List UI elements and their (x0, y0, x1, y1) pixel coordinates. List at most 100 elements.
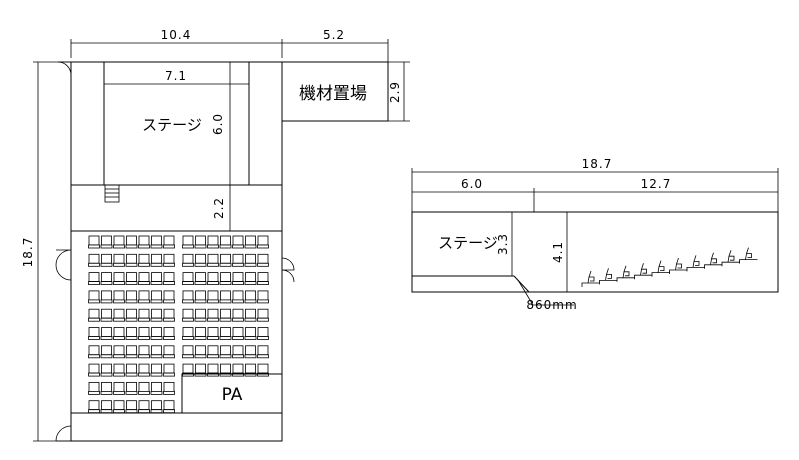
storage-depth-dim: 2.9 (388, 81, 402, 103)
pa-booth: PA (181, 373, 283, 414)
seat-icon (257, 290, 269, 304)
seating-block-left (88, 235, 175, 414)
seat-icon (194, 253, 207, 267)
seat-icon (88, 363, 100, 377)
seat-icon (207, 363, 219, 377)
seat-icon (219, 290, 232, 304)
door-icon-top-left (57, 61, 72, 76)
seating-block-right (182, 235, 269, 377)
seat-icon (125, 308, 138, 322)
pa-label: PA (222, 385, 243, 405)
seat-icon (194, 235, 207, 249)
tier-seat-icon (651, 260, 670, 277)
seat-icon (88, 253, 100, 267)
seat-icon (232, 290, 244, 304)
seat-icon (88, 290, 100, 304)
seat-icon (163, 345, 175, 359)
seat-icon (113, 272, 125, 286)
seat-icon (150, 327, 163, 340)
section-dimensions: 18.7 6.0 12.7 (411, 157, 779, 212)
tier-seat-icon (721, 250, 740, 267)
seat-icon (244, 253, 257, 267)
seat-icon (88, 308, 100, 322)
seat-icon (244, 235, 257, 249)
seat-icon (150, 235, 163, 249)
seat-icon (244, 290, 257, 304)
front-gap-dimension: 2.2 (212, 185, 231, 231)
plan-top-dimension: 10.4 5.2 (70, 28, 389, 70)
seat-icon (194, 345, 207, 359)
seat-icon (138, 363, 150, 377)
plan-width-right: 5.2 (323, 28, 345, 42)
seat-icon (244, 272, 257, 286)
seat-icon (207, 327, 219, 340)
equipment-storage: 機材置場 2.9 (281, 61, 410, 122)
seat-icon (150, 400, 163, 414)
seat-icon (138, 345, 150, 359)
seat-icon (232, 363, 244, 377)
seat-icon (138, 308, 150, 322)
tier-seat-icon (616, 265, 635, 282)
tier-seat-icon (599, 268, 618, 285)
seat-icon (163, 290, 175, 304)
seat-icon (219, 345, 232, 359)
seat-icon (219, 235, 232, 249)
section-total-length: 18.7 (582, 157, 613, 171)
seat-icon (163, 381, 175, 395)
seat-icon (194, 327, 207, 340)
seat-icon (257, 363, 269, 377)
stage-stairs-icon (104, 184, 120, 203)
seat-icon (138, 272, 150, 286)
seat-icon (207, 308, 219, 322)
seat-icon (257, 272, 269, 286)
seat-icon (182, 308, 194, 322)
seat-icon (150, 253, 163, 267)
stage-area: 7.1 6.0 ステージ (103, 61, 250, 186)
seat-icon (138, 381, 150, 395)
seat-icon (113, 381, 125, 395)
seat-icon (100, 327, 113, 340)
seat-icon (150, 272, 163, 286)
seat-icon (257, 253, 269, 267)
seat-icon (207, 235, 219, 249)
seat-icon (125, 235, 138, 249)
seat-icon (182, 253, 194, 267)
seat-icon (232, 327, 244, 340)
seat-icon (194, 308, 207, 322)
seat-icon (113, 345, 125, 359)
seat-icon (150, 290, 163, 304)
seat-icon (88, 345, 100, 359)
seat-icon (88, 235, 100, 249)
seat-icon (150, 345, 163, 359)
seat-icon (257, 327, 269, 340)
seat-icon (113, 327, 125, 340)
seat-icon (125, 272, 138, 286)
seat-icon (163, 400, 175, 414)
seat-icon (88, 327, 100, 340)
plan-width-left: 10.4 (161, 28, 192, 42)
stage-label: ステージ (142, 116, 202, 134)
seat-icon (182, 345, 194, 359)
seat-icon (100, 253, 113, 267)
seat-icon (125, 381, 138, 395)
seat-icon (113, 235, 125, 249)
seat-icon (100, 400, 113, 414)
seat-icon (182, 327, 194, 340)
seat-icon (113, 253, 125, 267)
tier-seat-icon (669, 257, 688, 274)
stage-width-dim: 7.1 (165, 69, 187, 83)
seat-icon (150, 381, 163, 395)
seat-icon (113, 308, 125, 322)
tier-seat-icon (739, 247, 758, 264)
seat-icon (100, 290, 113, 304)
seat-icon (182, 272, 194, 286)
seat-icon (232, 253, 244, 267)
seat-icon (125, 345, 138, 359)
seat-icon (244, 308, 257, 322)
plan-total-length: 18.7 (21, 237, 35, 268)
front-gap-dim: 2.2 (212, 197, 226, 219)
tier-seat-icon (686, 255, 705, 272)
door-icon-bottom-left (55, 425, 72, 442)
